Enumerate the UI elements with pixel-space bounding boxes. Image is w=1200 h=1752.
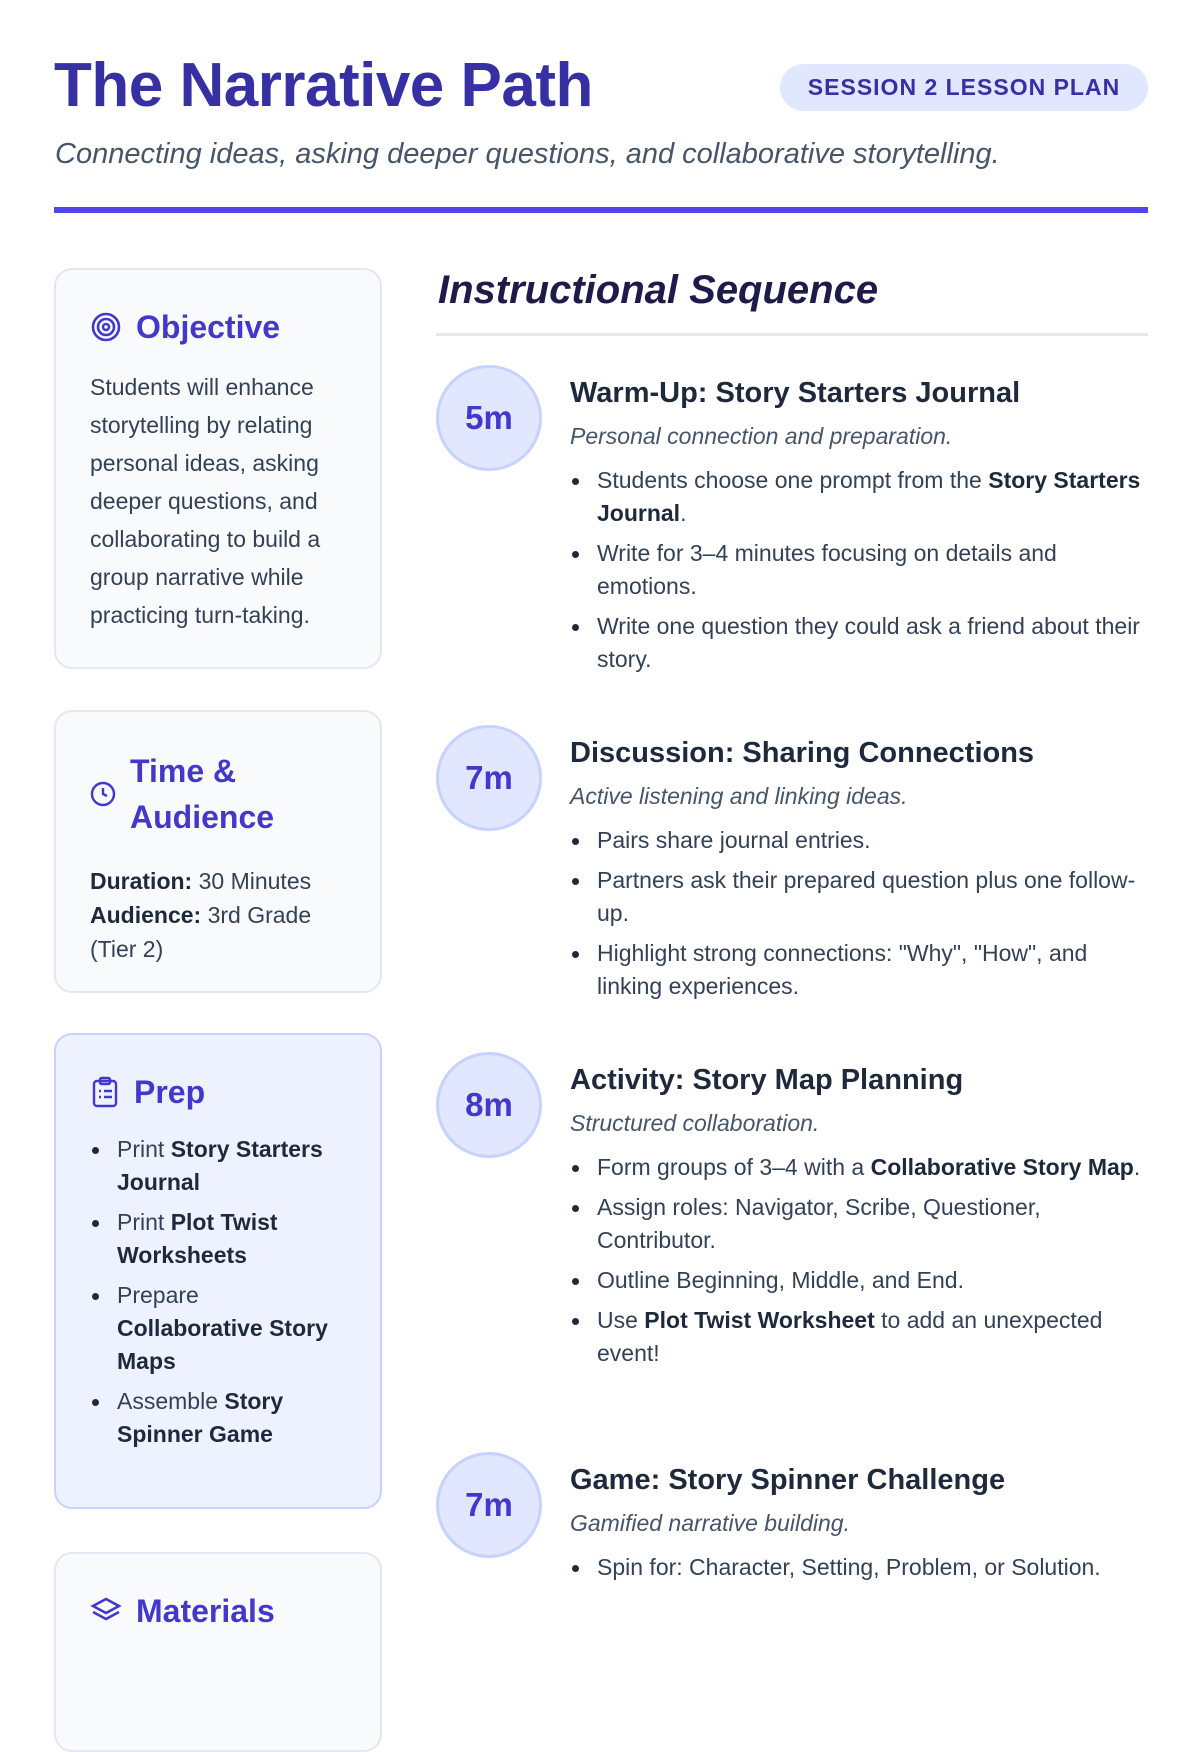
audience-label: Audience: [90,902,202,928]
bold-text: Story Starters Journal [117,1136,323,1195]
bold-text: Plot Twist Worksheets [117,1209,278,1268]
list-item: Use Plot Twist Worksheet to add an unexp… [570,1304,1148,1370]
step-list: Spin for: Character, Setting, Problem, o… [570,1551,1148,1584]
text: Students choose one prompt from the [597,467,989,493]
clipboard-icon [92,1076,118,1108]
materials-card: Materials [54,1552,382,1752]
bold-text: Plot Twist Worksheet [644,1307,875,1333]
step-subtitle: Structured collaboration. [570,1110,820,1136]
bold-text: Collaborative Story Map [870,1154,1134,1180]
list-item: Highlight strong connections: "Why", "Ho… [570,937,1148,1003]
list-item: Write one question they could ask a frie… [570,610,1148,676]
list-item: Form groups of 3–4 with a Collaborative … [570,1151,1148,1184]
sequence-heading: Instructional Sequence [438,268,879,312]
text: Partners ask their prepared question plu… [597,867,1136,926]
sequence-step: 7m Game: Story Spinner Challenge Gamifie… [436,1452,1148,1591]
list-item: Pairs share journal entries. [570,824,1148,857]
list-item: Assemble Story Spinner Game [90,1385,346,1451]
duration-circle: 7m [436,725,542,831]
text: Assemble [117,1388,225,1414]
text: to add an unexpected event! [597,1307,1103,1366]
page-subtitle: Connecting ideas, asking deeper question… [55,138,1000,170]
text: . [1133,1154,1141,1180]
text: Outline Beginning, Middle, and End. [597,1267,964,1293]
step-list: Form groups of 3–4 with a Collaborative … [570,1151,1148,1370]
list-item: Print Plot Twist Worksheets [90,1206,346,1272]
list-item: Spin for: Character, Setting, Problem, o… [570,1551,1148,1584]
duration-circle: 7m [436,1452,542,1558]
text: Assign roles: Navigator, Scribe, Questio… [597,1194,1041,1253]
clock-icon [90,781,116,807]
sequence-step: 5m Warm-Up: Story Starters Journal Perso… [436,365,1148,683]
step-subtitle: Active listening and linking ideas. [570,783,908,809]
objective-text: Students will enhance storytelling by re… [90,374,321,628]
text: Print [117,1209,171,1235]
text: Spin for: Character, Setting, Problem, o… [597,1554,1101,1580]
duration-circle: 5m [436,365,542,471]
step-list: Students choose one prompt from the Stor… [570,464,1148,676]
list-item: Print Story Starters Journal [90,1133,346,1199]
target-icon [91,312,121,342]
materials-title: Materials [136,1593,275,1629]
sequence-step: 7m Discussion: Sharing Connections Activ… [436,725,1148,1010]
audience-value: 3rd Grade (Tier 2) [90,902,312,962]
header-divider [54,207,1148,213]
step-title: Warm-Up: Story Starters Journal [570,377,1021,409]
step-list: Pairs share journal entries. Partners ask… [570,824,1148,1003]
list-item: Prepare Collaborative Story Maps [90,1279,346,1378]
prep-title: Prep [134,1074,206,1110]
list-item: Outline Beginning, Middle, and End. [570,1264,1148,1297]
sequence-divider [436,333,1148,336]
text: Prepare [117,1282,199,1308]
text: Write one question they could ask a frie… [597,613,1140,672]
text: Form groups of 3–4 with a [597,1154,871,1180]
bold-text: Story Spinner Game [117,1388,284,1447]
sequence-step: 8m Activity: Story Map Planning Structur… [436,1052,1148,1377]
duration-circle: 8m [436,1052,542,1158]
duration-value: 30 Minutes [198,868,312,894]
step-title: Discussion: Sharing Connections [570,737,1035,769]
page-title: The Narrative Path [54,51,593,120]
text: Use [597,1307,645,1333]
list-item: Students choose one prompt from the Stor… [570,464,1148,530]
list-item: Partners ask their prepared question plu… [570,864,1148,930]
duration-label: Duration: [90,868,193,894]
step-subtitle: Personal connection and preparation. [570,423,953,449]
text: Write for 3–4 minutes focusing on detail… [597,540,1057,599]
bold-text: Collaborative Story Maps [117,1315,328,1374]
text: Pairs share journal entries. [597,827,871,853]
objective-card: Objective Students will enhance storytel… [54,268,382,669]
step-subtitle: Gamified narrative building. [570,1510,850,1536]
time-audience-title: Time & Audience [130,753,275,835]
step-title: Game: Story Spinner Challenge [570,1464,1006,1496]
time-audience-card: Time & Audience Duration: 30 Minutes Aud… [54,710,382,993]
session-badge: SESSION 2 LESSON PLAN [780,64,1148,111]
text: . [680,500,687,526]
text: Print [117,1136,171,1162]
objective-title: Objective [136,309,281,345]
step-title: Activity: Story Map Planning [570,1064,964,1096]
list-item: Write for 3–4 minutes focusing on detail… [570,537,1148,603]
bold-text: Story Starters Journal [597,467,1141,526]
list-item: Assign roles: Navigator, Scribe, Questio… [570,1191,1148,1257]
text: Highlight strong connections: "Why", "Ho… [597,940,1088,999]
